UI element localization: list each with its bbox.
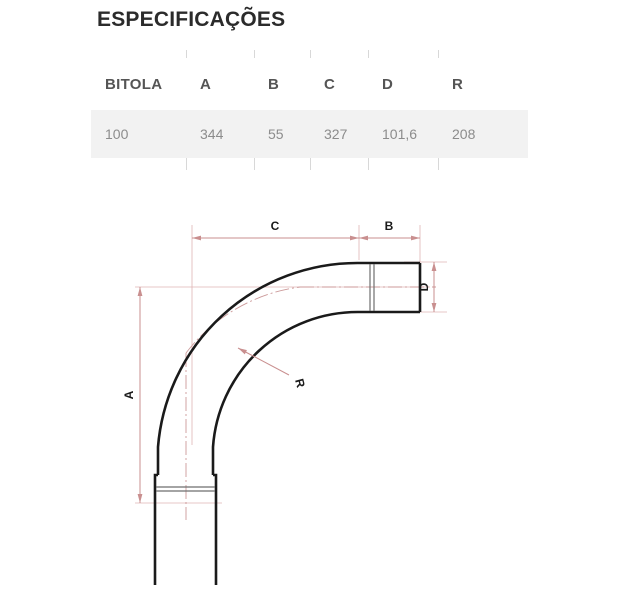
column-header-a: A — [200, 75, 212, 93]
column-header-bitola: BITOLA — [105, 75, 163, 93]
column-header-r: R — [452, 75, 464, 93]
dimension-label-a: A — [122, 390, 136, 399]
cell-a: 344 — [200, 126, 224, 142]
elbow-technical-drawing: C B D A R — [0, 185, 619, 585]
centerlines — [185, 286, 436, 520]
cell-bitola: 100 — [105, 126, 129, 142]
cell-b: 55 — [268, 126, 284, 142]
dimension-label-c: C — [271, 219, 280, 233]
dimension-label-r: R — [292, 377, 308, 389]
cell-r: 208 — [452, 126, 476, 142]
dimension-d: D — [417, 262, 437, 312]
page-title: ESPECIFICAÇÕES — [97, 8, 286, 31]
dimension-label-b: B — [385, 219, 394, 233]
table-row: 100 344 55 327 101,6 208 — [91, 110, 528, 158]
dimension-label-d: D — [417, 282, 431, 291]
column-header-c: C — [324, 75, 336, 93]
dimension-r: R — [237, 347, 308, 389]
extension-lines — [135, 225, 447, 504]
dimension-a: A — [122, 287, 143, 503]
dimension-b: B — [359, 219, 420, 241]
specifications-table: BITOLA A B C D R 100 344 55 327 101,6 20… — [91, 50, 528, 170]
column-header-b: B — [268, 75, 280, 93]
column-header-d: D — [382, 75, 394, 93]
cell-c: 327 — [324, 126, 348, 142]
dimension-c: C — [192, 219, 359, 241]
cell-d: 101,6 — [382, 126, 418, 142]
pipe-outline — [153, 261, 422, 585]
table-header-row: BITOLA A B C D R — [91, 58, 528, 110]
